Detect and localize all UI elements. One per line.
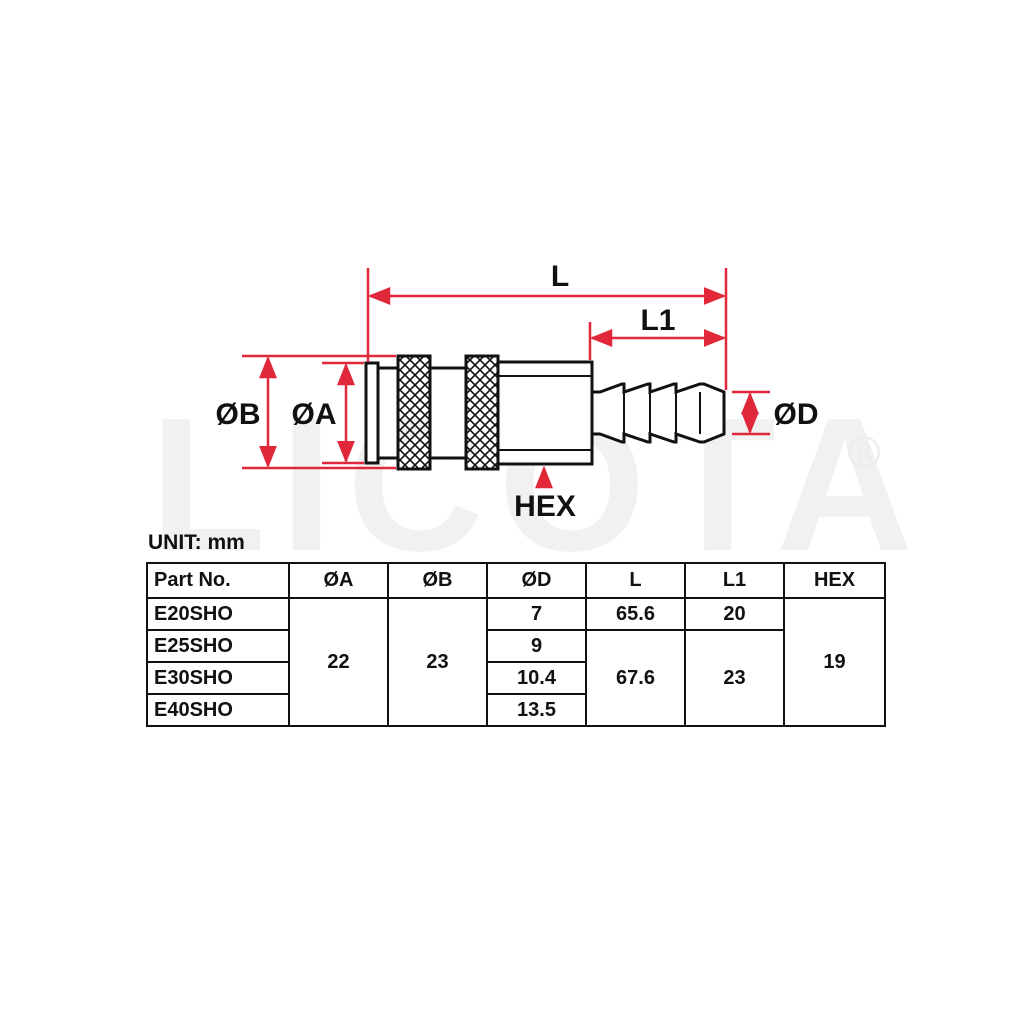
knurled-ring-left [396,354,432,471]
header-oa: ØA [288,562,389,599]
hex-cell: 19 [783,597,886,727]
od-cell: 10.4 [486,661,587,695]
front-sleeve [376,366,400,460]
part-number-cell: E30SHO [146,661,290,695]
label-OB: ØB [216,398,261,431]
registered-mark: ® [842,428,886,479]
header-l1: L1 [684,562,785,599]
od-cell: 7 [486,597,587,631]
part-number-cell: E40SHO [146,693,290,727]
label-L1: L1 [640,304,675,337]
table-header-row: Part No. ØA ØB ØD L L1 HEX [146,562,886,599]
part-number-cell: E20SHO [146,597,290,631]
label-OD: ØD [774,398,819,431]
od-cell: 9 [486,629,587,663]
oa-cell: 22 [288,597,389,727]
l-cell: 67.6 [585,629,686,727]
label-L: L [551,260,569,293]
header-ob: ØB [387,562,488,599]
header-part-no: Part No. [146,562,290,599]
coupler-technical-drawing: L L1 ØB ØA ØD HEX [216,260,819,523]
front-flange [364,361,380,465]
header-l: L [585,562,686,599]
dimension-lines [242,268,770,489]
part-number-cell: E25SHO [146,629,290,663]
table-row: E30SHO 10.4 [146,661,885,695]
l-cell: 65.6 [585,597,686,631]
hex-body [496,360,594,466]
coupler-body [364,354,726,471]
table-row: E40SHO 13.5 [146,693,885,727]
middle-sleeve [428,366,468,460]
spec-table: Part No. ØA ØB ØD L L1 HEX E20SHO 22 23 … [146,562,886,727]
header-hex: HEX [783,562,886,599]
label-HEX: HEX [514,490,576,523]
l1-cell: 20 [684,597,785,631]
hose-barb [590,382,726,444]
l1-cell: 23 [684,629,785,727]
table-row: E25SHO 9 67.6 23 [146,629,885,727]
label-OA: ØA [292,398,337,431]
header-od: ØD [486,562,587,599]
ob-cell: 23 [387,597,488,727]
unit-label: UNIT: mm [148,531,245,554]
knurled-ring-right [464,354,500,471]
table-row: E20SHO 22 23 7 65.6 20 19 [146,597,886,727]
od-cell: 13.5 [486,693,587,727]
